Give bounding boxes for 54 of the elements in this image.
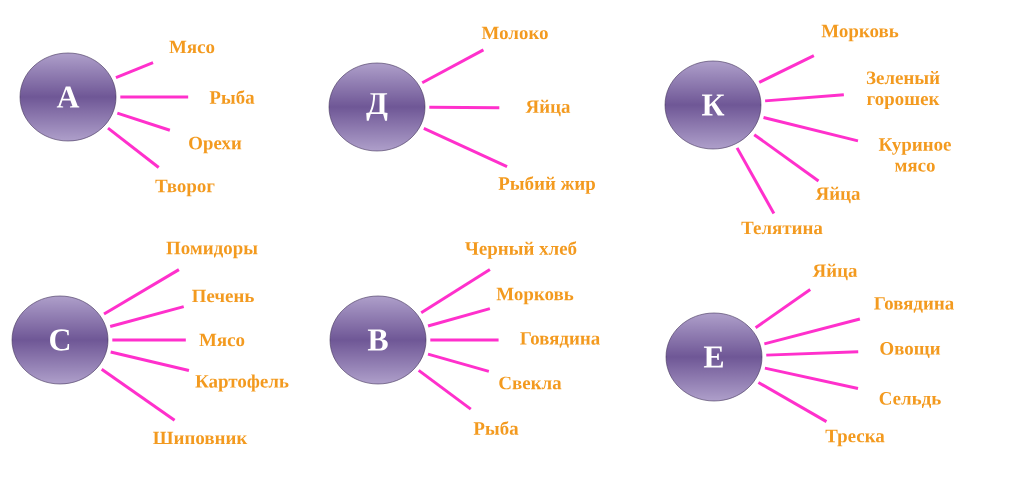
spoke-line bbox=[112, 338, 186, 342]
spoke-line bbox=[107, 126, 160, 169]
spoke-line bbox=[100, 367, 176, 422]
food-word: Яйца bbox=[525, 99, 571, 117]
spoke-line bbox=[120, 95, 189, 99]
spoke-line bbox=[754, 288, 812, 329]
spoke-line bbox=[757, 381, 828, 423]
food-word: Яйца bbox=[812, 263, 858, 281]
food-word: Овощи bbox=[880, 342, 941, 358]
spoke-line bbox=[116, 111, 171, 132]
spoke-line bbox=[753, 133, 820, 183]
spoke-line bbox=[766, 350, 859, 357]
food-word: Орехи bbox=[189, 136, 242, 154]
spoke-line bbox=[110, 350, 190, 372]
spoke-line bbox=[420, 268, 491, 315]
food-word: Треска bbox=[825, 429, 885, 447]
food-word: Черный хлеб bbox=[465, 241, 577, 259]
food-word: Картофель bbox=[195, 374, 289, 392]
food-word: Творог bbox=[155, 179, 215, 197]
spoke-line bbox=[427, 352, 490, 373]
food-word: Молоко bbox=[481, 26, 548, 40]
food-word: Рыба bbox=[473, 421, 519, 435]
spoke-line bbox=[758, 54, 815, 84]
spoke-line bbox=[103, 268, 180, 316]
food-word: Шиповник bbox=[153, 431, 248, 445]
spoke-line bbox=[429, 105, 500, 110]
spoke-line bbox=[735, 147, 776, 215]
food-word: Свекла bbox=[499, 376, 562, 390]
spoke-line bbox=[430, 338, 499, 342]
food-word: Морковь bbox=[496, 287, 574, 305]
spoke-line bbox=[417, 369, 472, 411]
food-word: Яйца bbox=[815, 186, 861, 204]
spoke-line bbox=[763, 317, 861, 346]
food-word: Помидоры bbox=[166, 241, 258, 259]
spoke-line bbox=[765, 93, 844, 103]
food-word: Телятина bbox=[741, 221, 823, 235]
food-word: Мясо bbox=[199, 333, 245, 347]
food-word: Зеленый горошек bbox=[866, 71, 940, 109]
spoke-line bbox=[423, 127, 508, 169]
spoke-line bbox=[764, 366, 859, 391]
food-word: Печень bbox=[192, 289, 254, 303]
food-word: Рыбий жир bbox=[498, 176, 595, 194]
spoke-line bbox=[763, 116, 859, 143]
food-word: Куриное мясо bbox=[878, 138, 951, 172]
food-word: Рыба bbox=[209, 90, 255, 104]
spoke-line bbox=[109, 305, 185, 328]
food-word: Говядина bbox=[874, 297, 954, 313]
food-word: Мясо bbox=[169, 40, 215, 54]
food-word: Морковь bbox=[821, 24, 899, 42]
spoke-line bbox=[115, 61, 154, 80]
food-word: Сельдь bbox=[879, 392, 941, 408]
spoke-line bbox=[427, 307, 491, 328]
food-word: Говядина bbox=[520, 332, 600, 348]
spoke-line bbox=[421, 48, 485, 85]
